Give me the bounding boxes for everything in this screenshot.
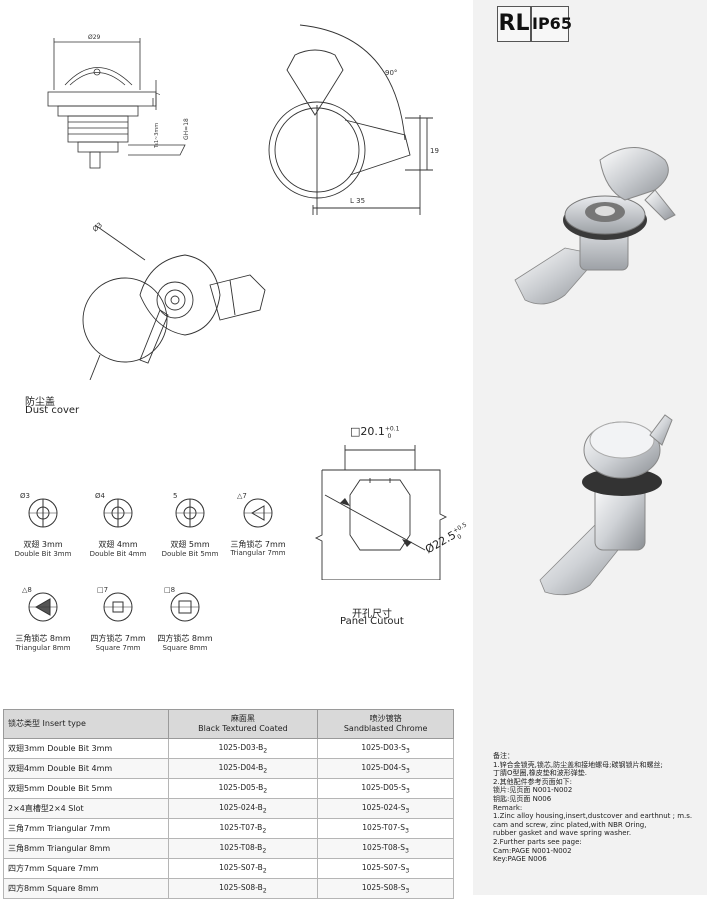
insert-label-cn: 四方锁芯 8mm bbox=[157, 634, 213, 643]
svg-text:5: 5 bbox=[173, 492, 177, 500]
dim-gh: GH=18 bbox=[183, 118, 190, 140]
dim-ts: Ts1~3mm bbox=[154, 123, 160, 149]
table-row: 四方7mm Square 7mm 1025-S07-B2 1025-S07-S3 bbox=[3, 858, 454, 879]
svg-text:△8: △8 bbox=[22, 586, 32, 594]
insert-icon-double-bit-4: Ø4 bbox=[95, 492, 133, 528]
product-photo-open bbox=[514, 147, 676, 305]
insert-label-en: Double Bit 4mm bbox=[89, 550, 147, 558]
insert-icon-square-7: □7 bbox=[97, 586, 133, 622]
table-row: 三角7mm Triangular 7mm 1025-T07-B2 1025-T0… bbox=[3, 818, 454, 839]
insert-label-en: Square 8mm bbox=[162, 644, 208, 652]
cutout-square-dim: □20.1+0.10 bbox=[350, 425, 400, 441]
dust-cover-label-cn: 防尘盖 bbox=[25, 397, 55, 408]
dim-diameter-29: Ø29 bbox=[88, 34, 101, 41]
table-row: 双翅3mm Double Bit 3mm 1025-D03-B2 1025-D0… bbox=[3, 738, 454, 759]
svg-text:□7: □7 bbox=[97, 586, 108, 594]
dim-7: 7 bbox=[155, 92, 162, 96]
table-row: 双翅4mm Double Bit 4mm 1025-D04-B2 1025-D0… bbox=[3, 758, 454, 779]
insert-icon-double-bit-5: 5 bbox=[173, 492, 205, 528]
insert-icon-square-8: □8 bbox=[164, 586, 200, 622]
svg-text:□8: □8 bbox=[164, 586, 175, 594]
svg-text:Ø3: Ø3 bbox=[20, 492, 30, 500]
insert-label-en: Square 7mm bbox=[95, 644, 141, 652]
dust-cover-label-en: Dust cover bbox=[25, 405, 80, 416]
dim-35: L 35 bbox=[350, 197, 365, 205]
insert-label-en: Triangular 7mm bbox=[230, 549, 286, 557]
dust-cover-drawing: Ø3 bbox=[82, 221, 266, 380]
table-row: 三角8mm Triangular 8mm 1025-T08-B2 1025-T0… bbox=[3, 838, 454, 859]
insert-label-cn: 三角锁芯 8mm bbox=[15, 634, 71, 643]
panel-cutout-drawing bbox=[314, 445, 448, 580]
table-row: 四方8mm Square 8mm 1025-S08-B2 1025-S08-S3 bbox=[3, 878, 454, 899]
insert-icon-double-bit-3: Ø3 bbox=[20, 492, 58, 528]
table-row: 双翅5mm Double Bit 5mm 1025-D05-B2 1025-D0… bbox=[3, 778, 454, 799]
svg-text:Ø4: Ø4 bbox=[95, 492, 106, 500]
insert-icon-triangular-7: △7 bbox=[237, 492, 273, 528]
insert-icon-triangular-8: △8 bbox=[22, 586, 58, 622]
insert-label-cn: 四方锁芯 7mm bbox=[90, 634, 146, 643]
insert-label-cn: 双翅 4mm bbox=[98, 540, 138, 549]
product-photo-closed bbox=[539, 414, 673, 596]
front-view-drawing: Ø29 7 GH=18 Ts1~3mm bbox=[47, 34, 190, 169]
panel-cutout-label-cn: 开孔尺寸 bbox=[352, 609, 392, 620]
insert-label-cn: 双翅 3mm bbox=[23, 540, 63, 549]
side-view-drawing: 90° 19 L 35 bbox=[268, 24, 439, 215]
insert-label-cn: 双翅 5mm bbox=[170, 540, 210, 549]
insert-label-en: Triangular 8mm bbox=[15, 644, 71, 652]
svg-text:△7: △7 bbox=[237, 492, 247, 500]
insert-label-en: Double Bit 3mm bbox=[14, 550, 72, 558]
panel-cutout-label-en: Panel Cutout bbox=[340, 616, 404, 627]
model-badge: RL bbox=[497, 6, 531, 42]
angle-label: 90° bbox=[385, 69, 397, 77]
insert-label-cn: 三角锁芯 7mm bbox=[230, 540, 286, 549]
header-insert-type: 锁芯类型 Insert type bbox=[3, 709, 169, 739]
insert-label-en: Double Bit 5mm bbox=[161, 550, 219, 558]
dim-19: 19 bbox=[430, 147, 439, 155]
dim-3: Ø3 bbox=[91, 221, 104, 234]
remarks-block: 备注： 1.锌合金锁壳,锁芯,防尘盖和接地螺母;碳钢锁片和螺丝; 丁腈O型圈,橡… bbox=[493, 752, 693, 864]
table-row: 2×4直槽型2×4 Slot 1025-024-B2 1025-024-S3 bbox=[3, 798, 454, 819]
ip-rating-badge: IP65 bbox=[531, 6, 572, 42]
